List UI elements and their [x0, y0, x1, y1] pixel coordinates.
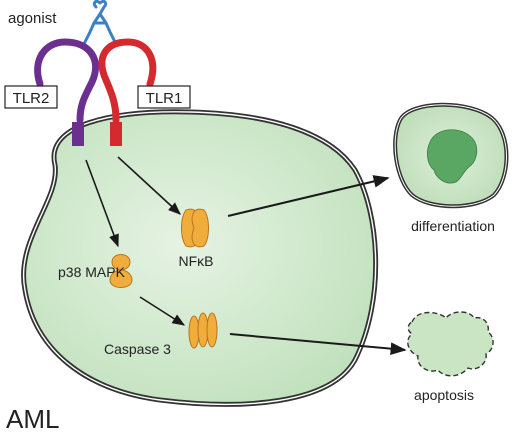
apoptosis-label: apoptosis: [414, 387, 474, 403]
tlr1-label: TLR1: [146, 90, 183, 107]
differentiated-cell: [393, 102, 509, 209]
tlr2-label-box: [4, 85, 58, 109]
arrow-p38-to-caspase: [139, 296, 186, 326]
nucleus: [426, 129, 478, 184]
agonist-molecule: [82, 0, 118, 46]
nfkb-protein: [181, 208, 209, 248]
arrow-tlr1-to-nfkb: [117, 156, 181, 215]
arrow-tlr2-to-p38: [85, 159, 119, 248]
p38-mapk-protein: [109, 254, 133, 288]
arrow-caspase-to-apoptosis: [229, 333, 407, 356]
caspase3-protein: [188, 312, 218, 349]
tlr2-label: TLR2: [13, 90, 50, 107]
aml-label: AML: [6, 404, 59, 434]
p38-mapk-label: p38 MAPK: [58, 264, 126, 280]
arrow-nfkb-to-differentiation: [227, 175, 390, 217]
tlr2-receptor: [34, 38, 99, 146]
cell-membrane-inner: [22, 111, 377, 406]
differentiation-label: differentiation: [411, 218, 495, 234]
tlr1-receptor: [98, 38, 157, 146]
caspase3-label: Caspase 3: [104, 341, 171, 357]
agonist-label: agonist: [8, 10, 57, 27]
apoptotic-cell: [407, 311, 494, 377]
tlr1-label-box: [137, 85, 191, 109]
nfkb-label: NFκB: [179, 253, 214, 269]
